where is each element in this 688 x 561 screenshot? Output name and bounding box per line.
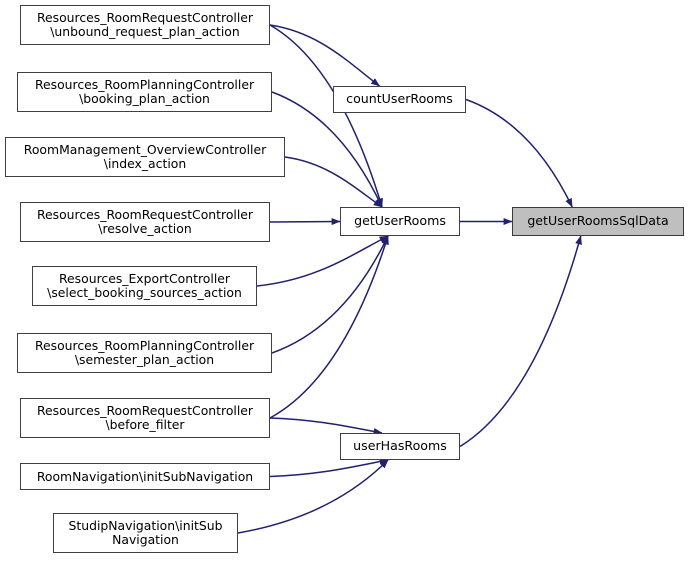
graph-edge-unbound_request_plan_action-to-count_user_rooms <box>269 24 381 87</box>
graph-node-unbound_request_plan_action[interactable]: Resources_RoomRequestController \unbound… <box>20 5 270 45</box>
graph-node-resolve_action[interactable]: Resources_RoomRequestController \resolve… <box>20 202 270 242</box>
graph-edge-resolve_action-to-get_user_rooms <box>269 218 341 226</box>
graph-node-select_booking_sources_action[interactable]: Resources_ExportController \select_booki… <box>32 266 257 306</box>
graph-node-user_has_rooms[interactable]: userHasRooms <box>340 433 460 460</box>
graph-node-room_navigation_init_sub_navigation[interactable]: RoomNavigation\initSubNavigation <box>20 463 270 490</box>
graph-node-get_user_rooms[interactable]: getUserRooms <box>340 207 460 236</box>
graph-node-booking_plan_action[interactable]: Resources_RoomPlanningController \bookin… <box>17 72 272 112</box>
graph-edge-before_filter-to-get_user_rooms <box>269 235 389 419</box>
graph-node-studip_navigation_init_sub_navigation[interactable]: StudipNavigation\initSub Navigation <box>53 513 238 553</box>
graph-edge-index_action-to-get_user_rooms <box>284 156 383 208</box>
graph-edge-studip_navigation_init_sub_navigation-to-user_has_rooms <box>237 459 389 534</box>
graph-edge-room_navigation_init_sub_navigation-to-user_has_rooms <box>269 458 389 478</box>
graph-edge-count_user_rooms-to-get_user_rooms_sql_data <box>465 98 573 208</box>
graph-edge-before_filter-to-user_has_rooms <box>269 417 383 435</box>
graph-edge-unbound_request_plan_action-to-get_user_rooms <box>269 24 383 208</box>
graph-edge-booking_plan_action-to-get_user_rooms <box>271 91 383 208</box>
graph-edge-select_booking_sources_action-to-get_user_rooms <box>256 235 389 287</box>
graph-node-semester_plan_action[interactable]: Resources_RoomPlanningController \semest… <box>17 333 272 373</box>
graph-node-index_action[interactable]: RoomManagement_OverviewController \index… <box>5 137 285 177</box>
graph-node-get_user_rooms_sql_data[interactable]: getUserRoomsSqlData <box>512 207 684 236</box>
graph-node-before_filter[interactable]: Resources_RoomRequestController \before_… <box>20 398 270 438</box>
graph-node-count_user_rooms[interactable]: countUserRooms <box>333 86 466 113</box>
graph-edge-user_has_rooms-to-get_user_rooms_sql_data <box>459 235 582 448</box>
graph-edge-semester_plan_action-to-get_user_rooms <box>271 235 389 354</box>
